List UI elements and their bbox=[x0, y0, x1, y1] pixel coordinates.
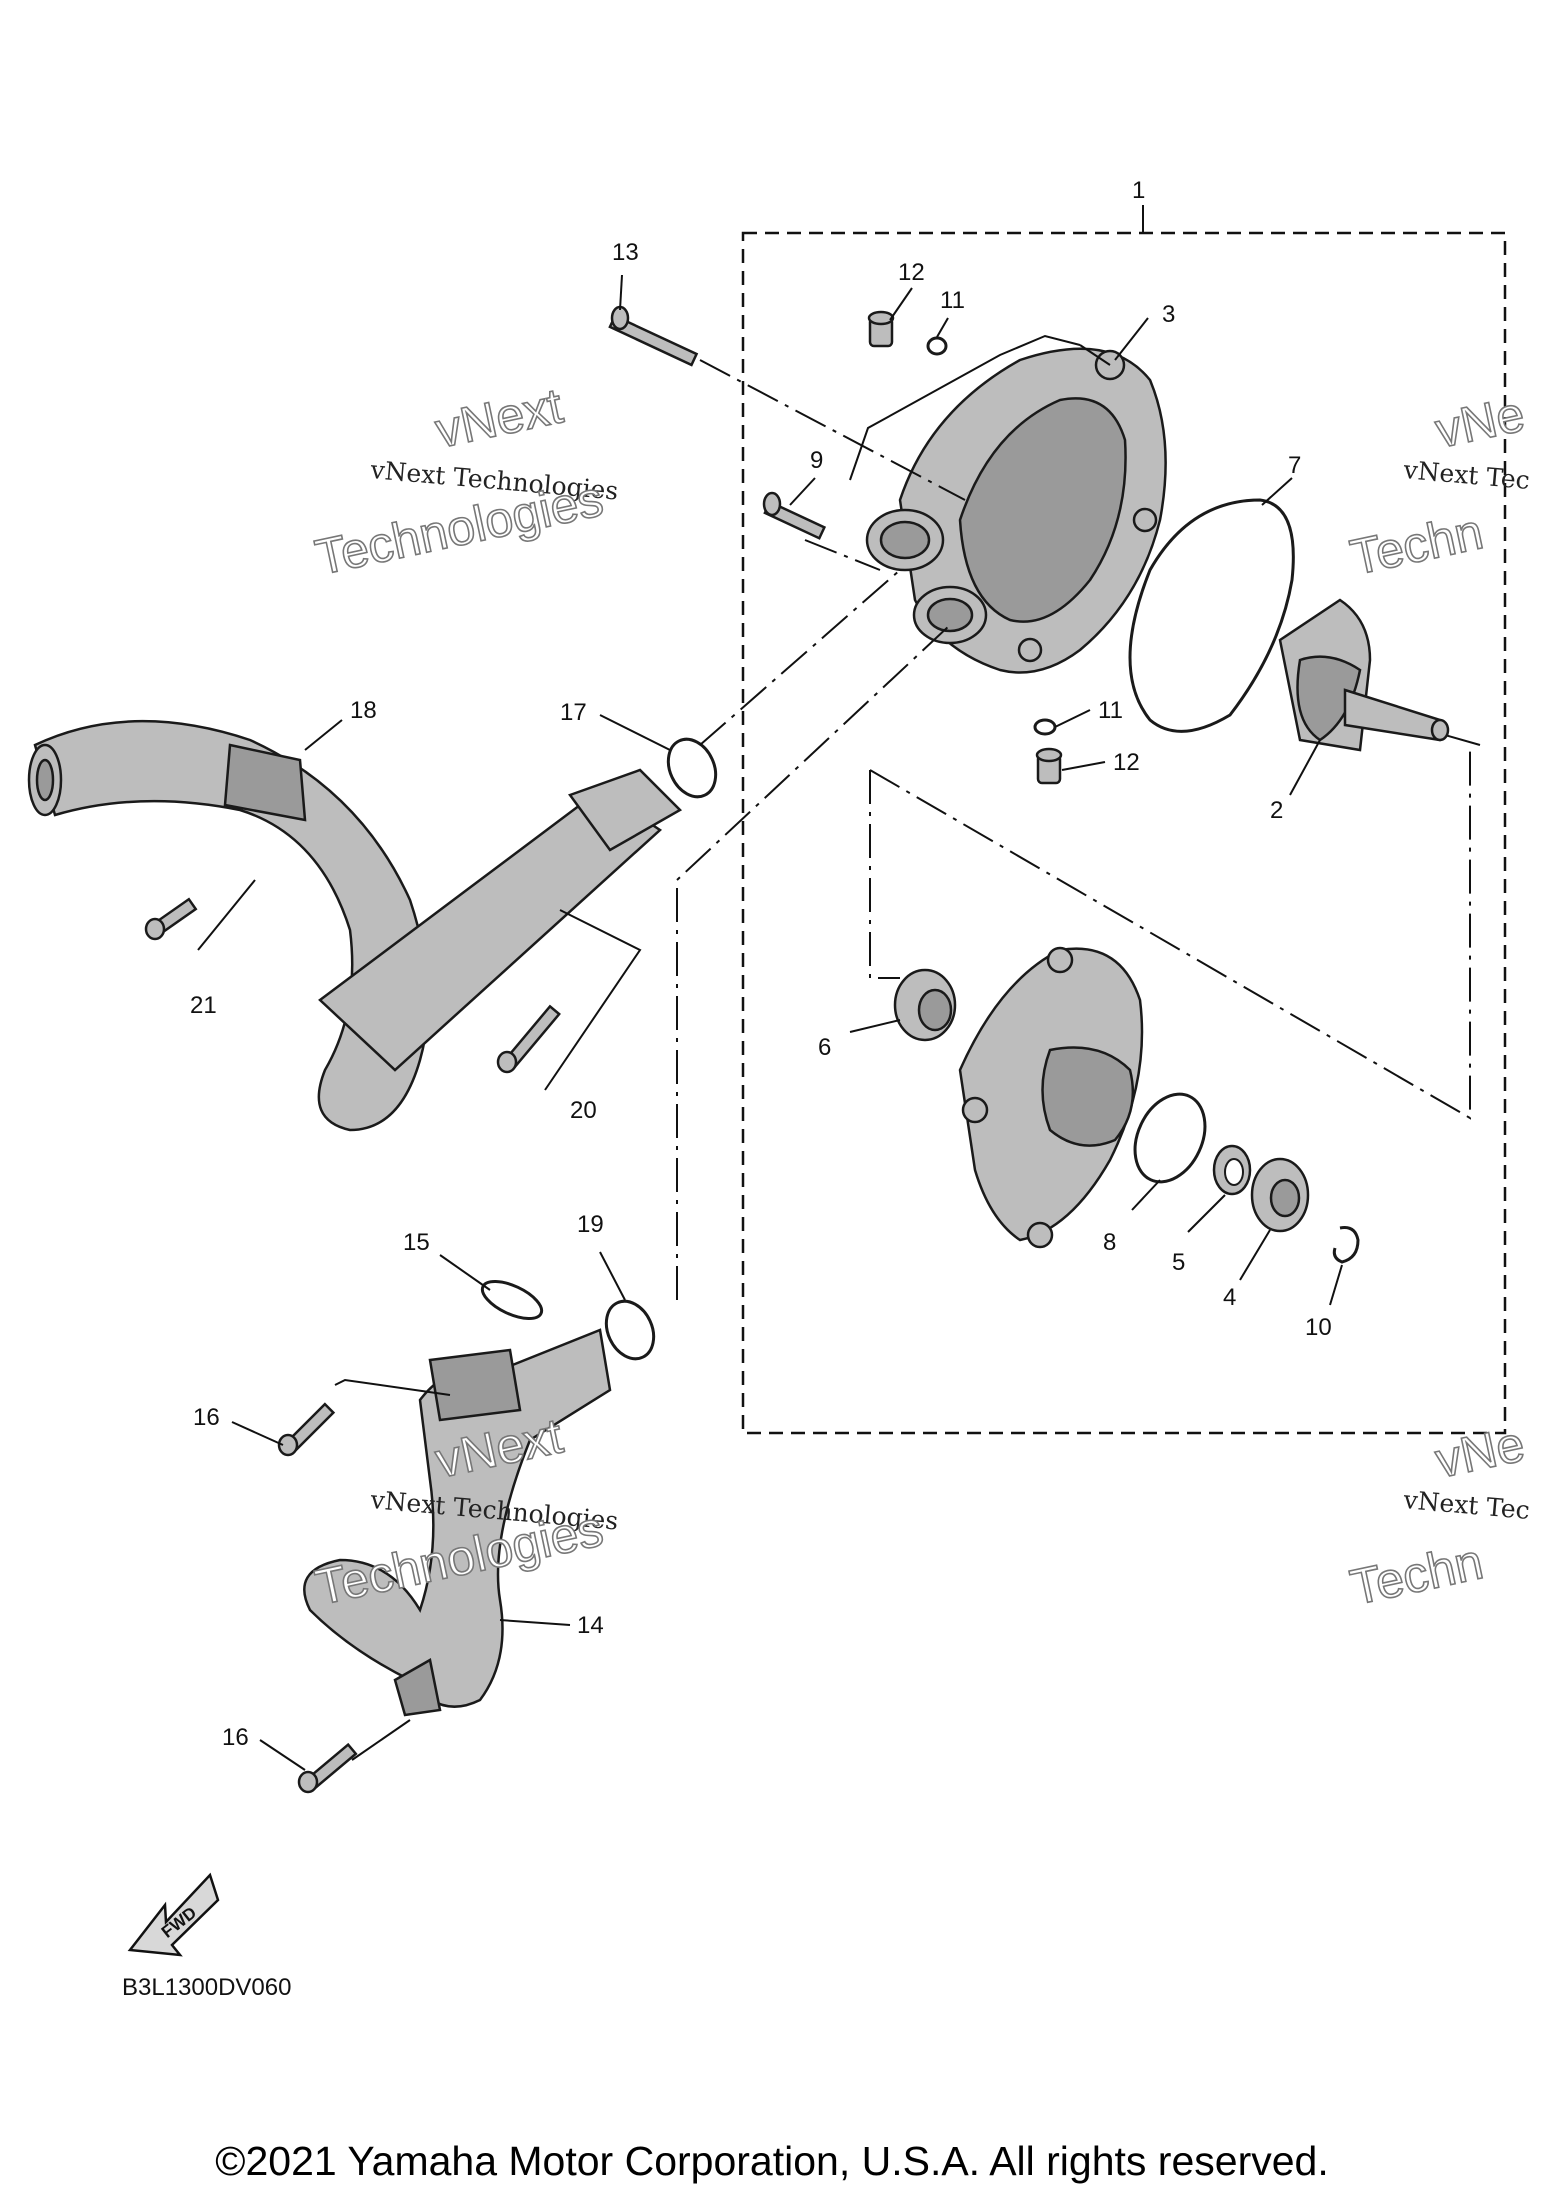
callout-18: 18 bbox=[350, 697, 377, 724]
callout-17: 17 bbox=[560, 699, 587, 726]
circlip bbox=[1332, 1226, 1360, 1264]
callout-14: 14 bbox=[577, 1612, 604, 1639]
lower-hose bbox=[303, 1328, 612, 1717]
hose-clamp-15 bbox=[480, 1279, 544, 1321]
callout-16-upper: 16 bbox=[193, 1404, 220, 1431]
bolt-20 bbox=[496, 1004, 561, 1074]
callout-1: 1 bbox=[1132, 177, 1145, 204]
o-ring bbox=[1128, 498, 1295, 733]
callout-15: 15 bbox=[403, 1229, 430, 1256]
assembly-group-box bbox=[741, 231, 1507, 1435]
upper-hose bbox=[27, 720, 683, 1132]
callout-10: 10 bbox=[1305, 1314, 1332, 1341]
oil-seal bbox=[1212, 1144, 1252, 1196]
callout-16-lower: 16 bbox=[222, 1724, 249, 1751]
callout-8: 8 bbox=[1103, 1229, 1116, 1256]
svg-text:vNe: vNe bbox=[1431, 1415, 1530, 1488]
callout-7: 7 bbox=[1288, 452, 1301, 479]
bolt-13 bbox=[608, 305, 699, 367]
bolt-16-upper bbox=[277, 1402, 336, 1457]
bearing bbox=[1250, 1157, 1310, 1233]
pump-housing bbox=[865, 347, 1167, 674]
svg-text:vNe: vNe bbox=[1431, 385, 1530, 458]
callout-9: 9 bbox=[810, 447, 823, 474]
pump-cover bbox=[958, 946, 1144, 1249]
watermark-right-lower: vNe vNext Tec Techn bbox=[1345, 1415, 1531, 1617]
hose-clamp-19 bbox=[604, 1299, 656, 1361]
svg-text:Techn: Techn bbox=[1346, 503, 1488, 586]
callout-12-top: 12 bbox=[898, 259, 925, 286]
watermark-lower: vNext vNext Technologies Technologies bbox=[310, 1407, 620, 1617]
callout-11-top: 11 bbox=[940, 287, 965, 314]
callout-19: 19 bbox=[577, 1211, 604, 1238]
bolt-16-lower bbox=[297, 1742, 358, 1794]
callout-12-lower: 12 bbox=[1113, 749, 1140, 776]
svg-text:vNext: vNext bbox=[431, 377, 568, 458]
mechanical-seal bbox=[893, 968, 957, 1042]
watermark-right-upper: vNe vNext Tec Techn bbox=[1345, 385, 1531, 587]
o-ring-small bbox=[1133, 1092, 1207, 1184]
svg-text:vNext Tec: vNext Tec bbox=[1401, 455, 1530, 495]
callout-13: 13 bbox=[612, 239, 639, 266]
washer-11-lower bbox=[1033, 718, 1057, 736]
callout-3: 3 bbox=[1162, 301, 1175, 328]
svg-text:Techn: Techn bbox=[1346, 1533, 1488, 1616]
forward-direction-arrow: FWD bbox=[127, 1872, 220, 1957]
callout-6: 6 bbox=[818, 1034, 831, 1061]
svg-text:vNext Tec: vNext Tec bbox=[1401, 1485, 1530, 1525]
plug-12-lower bbox=[1035, 747, 1063, 785]
plug-12-top bbox=[867, 310, 895, 348]
bolt-9 bbox=[762, 491, 827, 540]
copyright-notice: ©2021 Yamaha Motor Corporation, U.S.A. A… bbox=[215, 2138, 1329, 2184]
watermark-upper: vNext vNext Technologies Technologies bbox=[310, 377, 620, 587]
callout-20: 20 bbox=[570, 1097, 597, 1124]
callout-2: 2 bbox=[1270, 797, 1283, 824]
callout-21: 21 bbox=[190, 992, 217, 1019]
hose-clamp-17 bbox=[666, 737, 718, 799]
callout-4: 4 bbox=[1223, 1284, 1236, 1311]
callout-11-lower: 11 bbox=[1098, 697, 1123, 724]
washer-11-top bbox=[926, 336, 948, 356]
impeller bbox=[1278, 598, 1450, 752]
callout-5: 5 bbox=[1172, 1249, 1185, 1276]
drawing-code: B3L1300DV060 bbox=[122, 1974, 291, 2001]
bolt-21 bbox=[144, 897, 198, 941]
